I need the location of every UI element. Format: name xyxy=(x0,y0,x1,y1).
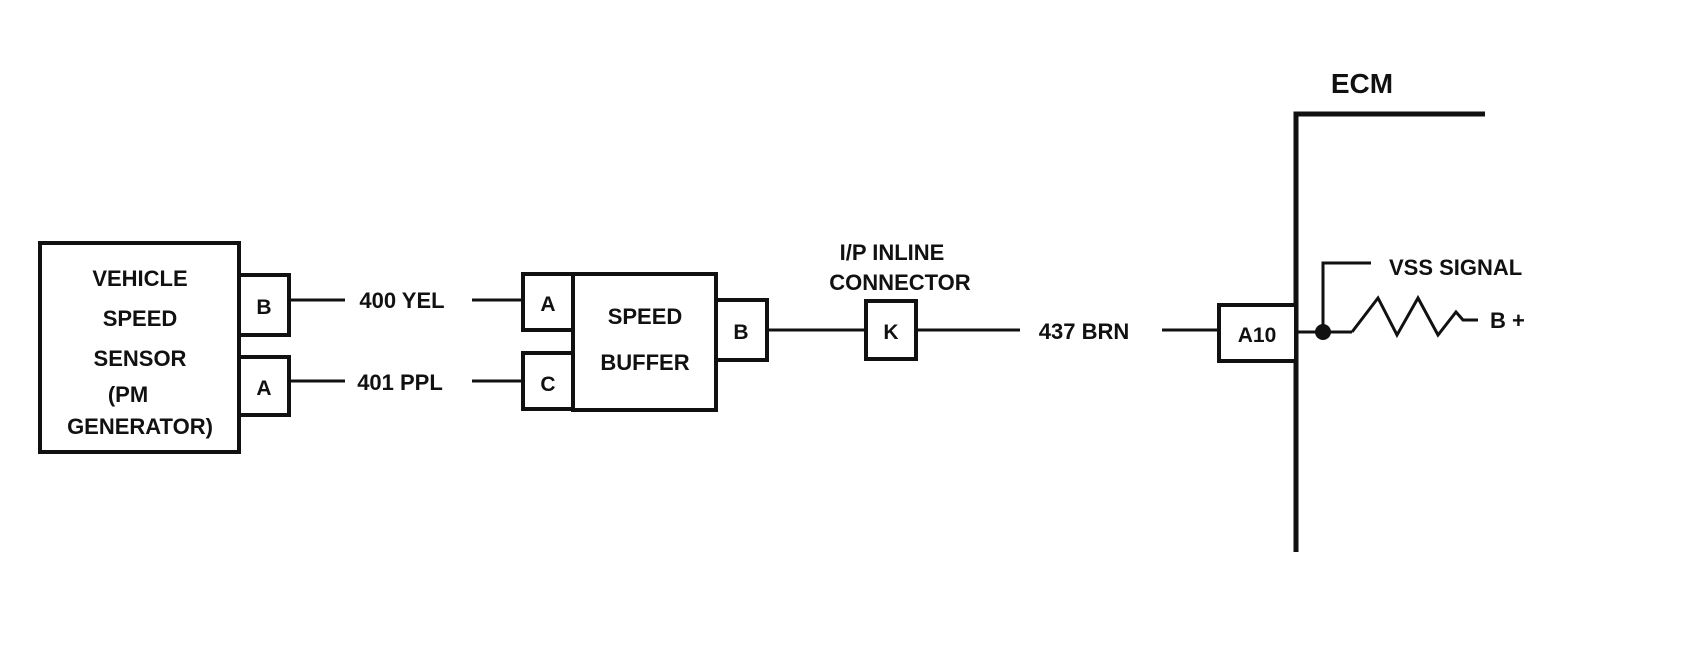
buffer-label-line-2: BUFFER xyxy=(600,350,689,375)
ecm: ECM A10 VSS SIGNAL B + xyxy=(1217,68,1525,552)
inline-pin-k-label: K xyxy=(883,321,898,344)
speed-buffer: A C SPEED BUFFER B xyxy=(521,272,769,412)
pullup-resistor xyxy=(1350,294,1478,339)
sensor-pin-a-box xyxy=(237,355,291,417)
wire-400-yel-label: 400 YEL xyxy=(359,288,444,313)
buffer-pin-c-label: C xyxy=(540,373,555,396)
sensor-label-line-1: VEHICLE xyxy=(92,266,187,291)
inline-label-line-2: CONNECTOR xyxy=(829,270,970,295)
vss-signal-label: VSS SIGNAL xyxy=(1389,255,1522,280)
wire-437-brn: 437 BRN xyxy=(916,319,1219,344)
sensor-box xyxy=(38,241,241,454)
buffer-box xyxy=(571,272,718,412)
buffer-pin-b-label: B xyxy=(733,321,748,344)
ecm-pin-a10-label: A10 xyxy=(1238,324,1277,347)
ecm-pin-a10-box xyxy=(1217,303,1298,363)
sensor-label-line-3: SENSOR xyxy=(94,346,187,371)
buffer-pin-a-label: A xyxy=(540,293,555,316)
wire-401-ppl: 401 PPL xyxy=(289,370,523,395)
vehicle-speed-sensor: VEHICLE SPEED SENSOR (PM GENERATOR) B A xyxy=(38,241,291,454)
sensor-label-line-4: (PM xyxy=(108,382,148,407)
wire-401-ppl-label: 401 PPL xyxy=(357,370,443,395)
b-plus-label: B + xyxy=(1490,308,1525,333)
vss-signal-tap xyxy=(1321,261,1371,332)
buffer-pin-b-box xyxy=(714,298,769,362)
inline-label-line-1: I/P INLINE xyxy=(840,240,945,265)
sensor-label-line-5: GENERATOR) xyxy=(67,414,213,439)
buffer-label-line-1: SPEED xyxy=(608,304,683,329)
sensor-pin-b-label: B xyxy=(256,296,271,319)
wire-400-yel: 400 YEL xyxy=(289,288,523,313)
inline-pin-k-box xyxy=(864,299,918,361)
sensor-label-line-2: SPEED xyxy=(103,306,178,331)
ecm-title: ECM xyxy=(1331,68,1393,99)
wire-437-brn-label: 437 BRN xyxy=(1039,319,1129,344)
sensor-pin-b-box xyxy=(237,273,291,337)
sensor-pin-a-label: A xyxy=(256,377,271,400)
ecm-boundary xyxy=(1293,111,1485,552)
ip-inline-connector: I/P INLINE CONNECTOR K xyxy=(829,240,971,361)
